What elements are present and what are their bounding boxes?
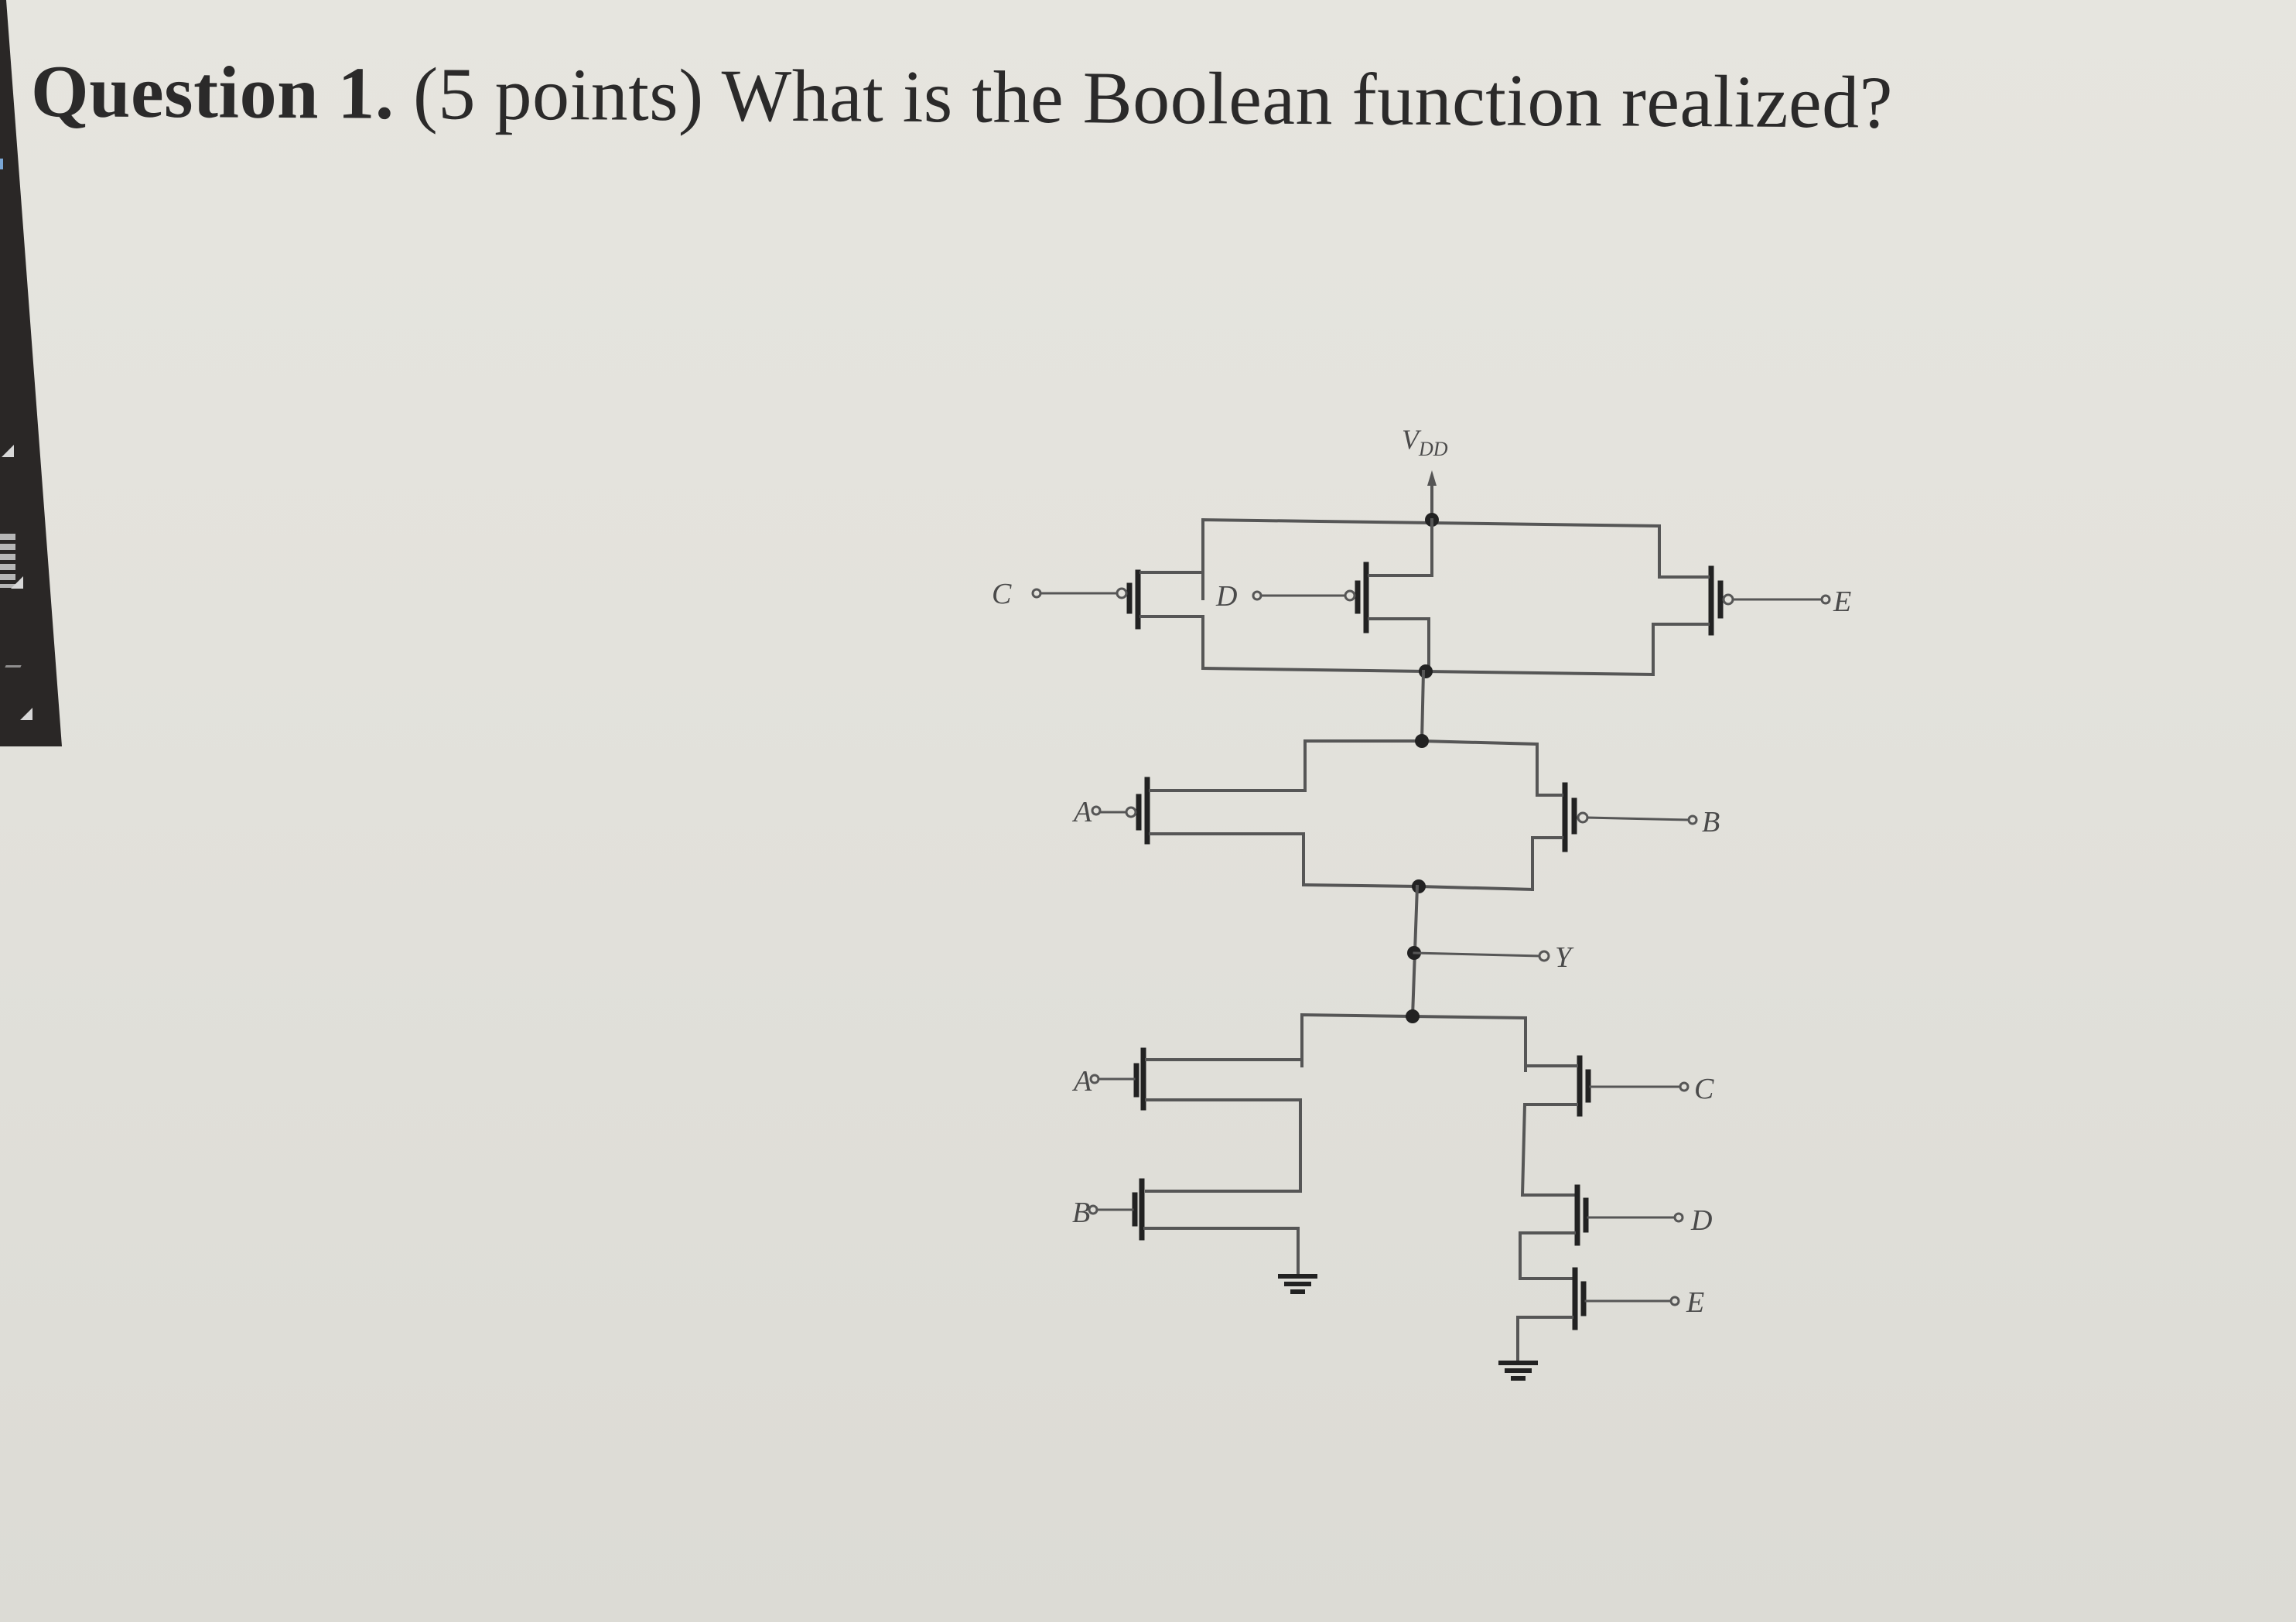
ground-icon bbox=[1278, 1274, 1317, 1294]
vdd-supply: VDD bbox=[1402, 424, 1448, 521]
input-label-e-pmos: E bbox=[1833, 586, 1851, 618]
input-label-d-nmos: D bbox=[1690, 1204, 1712, 1237]
input-label-a-nmos: A bbox=[1071, 1065, 1092, 1098]
pullup-group-2: A B bbox=[1071, 734, 1720, 893]
toolbar-grid-icon[interactable] bbox=[0, 534, 15, 588]
toolbar-indicator-icon bbox=[0, 159, 3, 169]
vdd-arrow-icon bbox=[1427, 470, 1437, 486]
input-label-c-nmos: C bbox=[1694, 1073, 1714, 1105]
input-label-c-pmos: C bbox=[992, 578, 1012, 610]
output-y: Y bbox=[1407, 884, 1574, 1019]
input-label-b-nmos: B bbox=[1072, 1197, 1090, 1229]
junction-dot bbox=[1419, 664, 1433, 678]
junction-dot bbox=[1415, 734, 1429, 748]
toolbar-corner-icon[interactable] bbox=[20, 708, 32, 720]
toolbar-corner-icon[interactable] bbox=[2, 445, 14, 457]
input-label-a-pmos: A bbox=[1071, 796, 1092, 828]
input-label-e-nmos: E bbox=[1686, 1286, 1704, 1319]
input-label-b-pmos: B bbox=[1702, 806, 1720, 838]
junction-dot bbox=[1406, 1009, 1420, 1023]
toolbar-corner-icon[interactable] bbox=[11, 576, 23, 589]
output-label-y: Y bbox=[1555, 941, 1574, 974]
ground-icon bbox=[1498, 1361, 1538, 1381]
output-terminal bbox=[1538, 950, 1550, 962]
pulldown-network: A B C D E bbox=[1071, 1009, 1714, 1381]
input-label-d-pmos: D bbox=[1215, 580, 1237, 613]
pullup-group-1: C D E bbox=[992, 513, 1851, 678]
svg-text:VDD: VDD bbox=[1402, 424, 1448, 460]
